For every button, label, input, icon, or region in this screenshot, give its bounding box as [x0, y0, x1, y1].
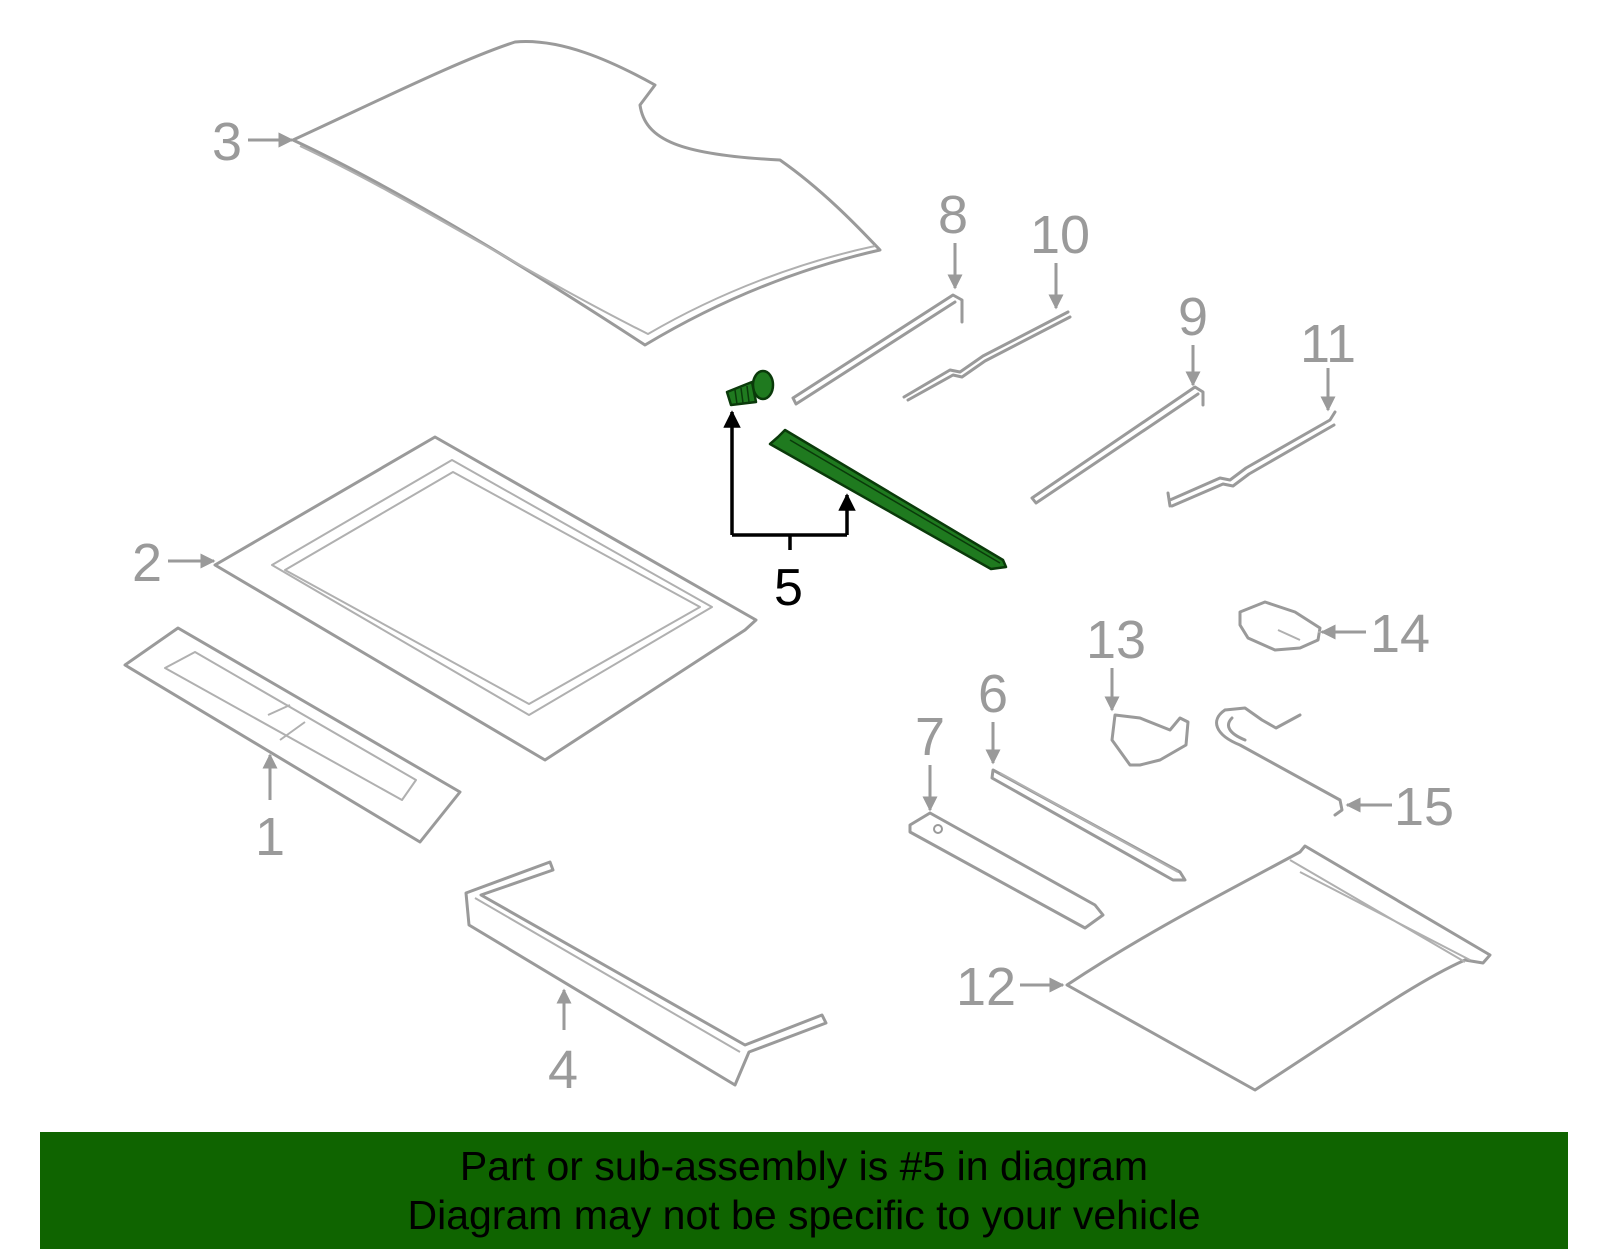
svg-text:13: 13	[1086, 610, 1146, 670]
part-12-sunshade	[1065, 844, 1492, 1092]
part-15-drain-hose	[1215, 706, 1344, 817]
part-11-drive-cable	[1166, 410, 1337, 508]
part-2-roof-frame	[213, 435, 758, 762]
part-6-seal-strip	[990, 768, 1187, 882]
part-3-roof-panel	[291, 40, 882, 347]
svg-text:11: 11	[1300, 314, 1356, 374]
svg-text:6: 6	[978, 664, 1008, 724]
svg-text:3: 3	[212, 112, 242, 172]
part-9-guide-rail	[1030, 385, 1205, 505]
svg-text:9: 9	[1178, 287, 1208, 347]
svg-text:7: 7	[915, 707, 945, 767]
part-5-screw-highlighted	[725, 369, 775, 407]
callout-8: 8	[938, 185, 968, 290]
callout-9: 9	[1178, 287, 1208, 387]
part-10-drive-cable	[902, 310, 1072, 402]
info-banner: Part or sub-assembly is #5 in diagram Di…	[40, 1132, 1568, 1249]
part-5-deflector-highlighted	[768, 428, 1008, 571]
svg-text:1: 1	[255, 807, 285, 867]
part-4-rear-crossmember	[464, 860, 828, 1087]
part-1-header-trim	[123, 626, 462, 844]
callout-10: 10	[1030, 205, 1090, 310]
banner-line-1: Part or sub-assembly is #5 in diagram	[459, 1143, 1149, 1189]
part-7-rail-trim	[908, 811, 1105, 930]
callout-3: 3	[212, 112, 294, 172]
banner-line-2: Diagram may not be specific to your vehi…	[407, 1192, 1201, 1238]
part-8-guide-rail	[791, 293, 964, 406]
part-13-bracket	[1110, 713, 1190, 767]
callout-4: 4	[548, 988, 578, 1100]
callout-15: 15	[1345, 777, 1454, 837]
callout-5-highlighted: 5	[723, 410, 856, 617]
svg-text:4: 4	[548, 1040, 578, 1100]
svg-text:12: 12	[956, 957, 1016, 1017]
callout-1: 1	[255, 753, 285, 867]
callout-7: 7	[915, 707, 945, 812]
callout-12: 12	[956, 957, 1065, 1017]
svg-text:2: 2	[132, 533, 162, 593]
callout-14: 14	[1320, 604, 1430, 664]
part-14-motor	[1238, 600, 1332, 652]
callout-13: 13	[1086, 610, 1146, 712]
callout-11: 11	[1300, 314, 1356, 412]
callout-6: 6	[978, 664, 1008, 765]
callout-2: 2	[132, 533, 216, 593]
svg-text:10: 10	[1030, 205, 1090, 265]
svg-text:15: 15	[1394, 777, 1454, 837]
svg-text:14: 14	[1370, 604, 1430, 664]
svg-text:8: 8	[938, 185, 968, 245]
svg-text:5: 5	[774, 559, 803, 617]
